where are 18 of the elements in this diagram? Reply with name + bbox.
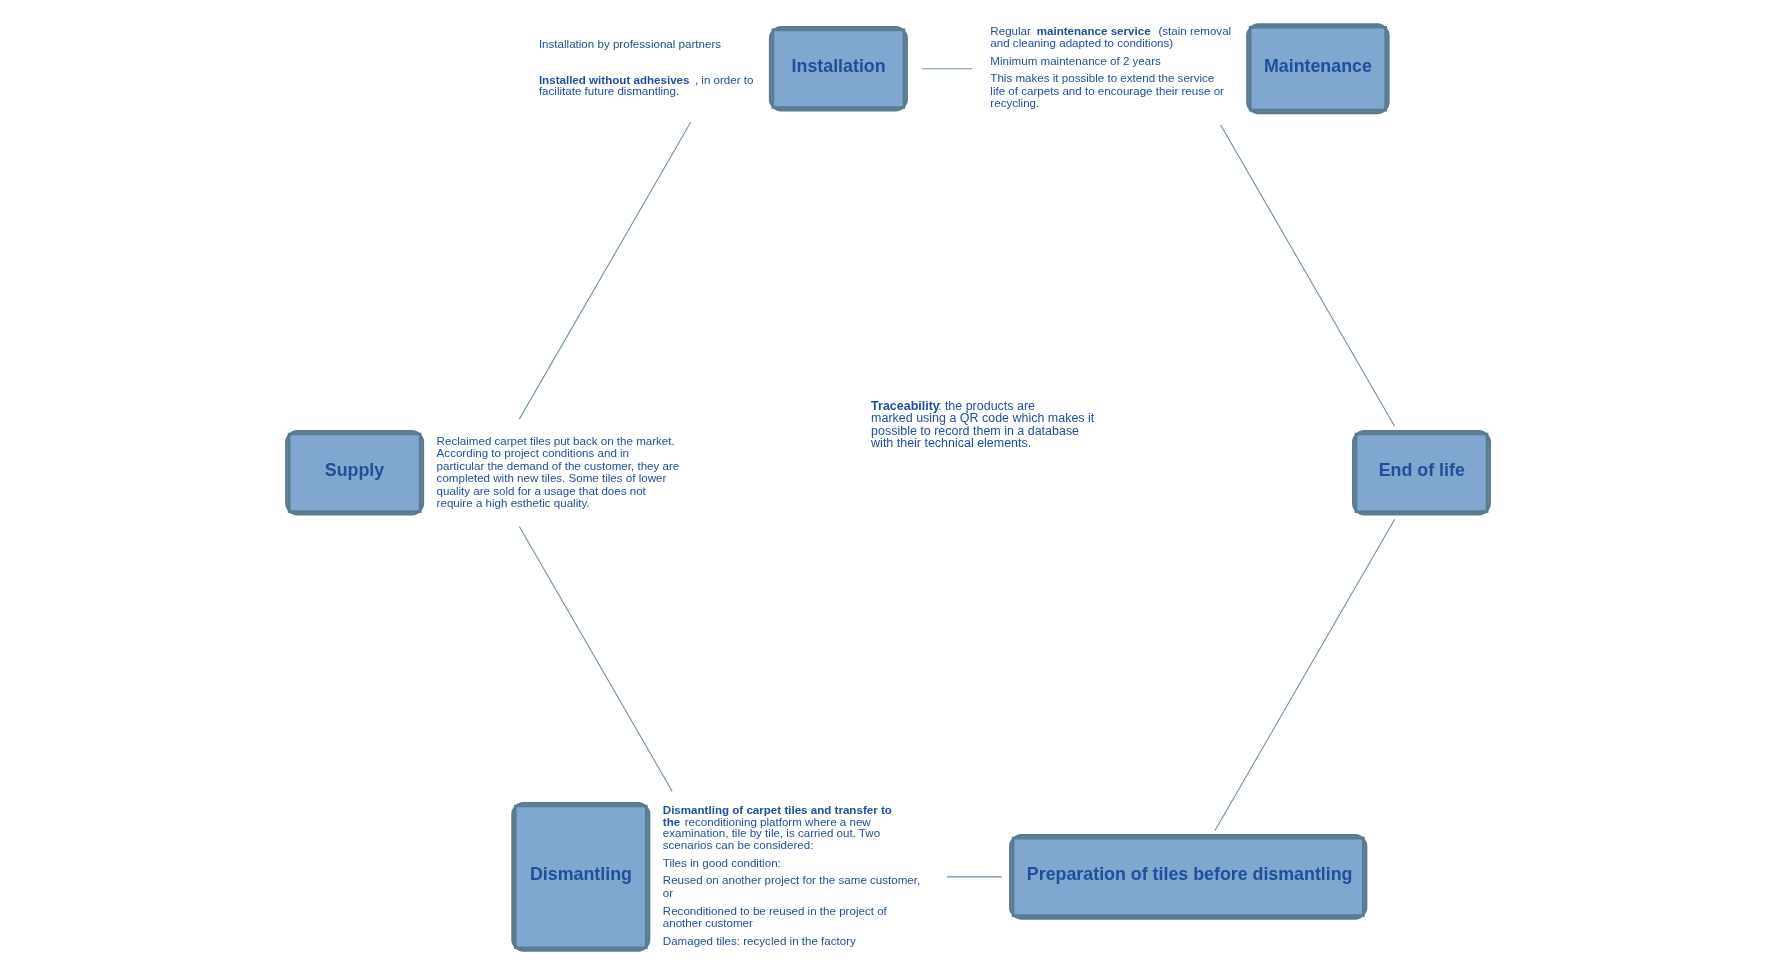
node-label: Reclaimed carpet tiles put back on the market. According to project conditions and in particular the demand of the customer, they are completed with new tiles. Some tiles of lower quality are sold for a usage that does not require a high esthetic quality.	[436, 434, 679, 509]
connector	[518, 121, 691, 420]
node-label: Installation by professional partners	[538, 37, 721, 50]
node-label: Minimum maintenance of 2 years	[989, 54, 1161, 67]
node-label: Regular maintenance service (stain removal and cleaning adapted to conditions)	[989, 24, 1231, 49]
node-label: Installed without adhesives, in order to facilitate future dismantling.	[538, 73, 753, 97]
connector	[921, 67, 973, 69]
connector	[1214, 518, 1395, 831]
connector	[518, 525, 673, 792]
node-label: This makes it possible to extend the service life of carpets and to encourage their reuse or recycling.	[989, 71, 1224, 109]
connector	[945, 875, 1002, 877]
label: Traceability: the products are marked using a QR code which makes it possible to record them in a database with their technical elements.	[870, 398, 1094, 450]
node-label: Reused on another project for the same customer, or	[662, 873, 920, 899]
connector	[1219, 123, 1395, 427]
node-label: Dismantling of carpet tiles and transfer to the reconditioning platform where a new examination, tile by tile, is carried out. Two scenarios can be considered:	[662, 803, 892, 851]
node-label: Damaged tiles: recycled in the factory	[662, 934, 856, 947]
node-label: Tiles in good condition:	[662, 856, 781, 869]
node-label: Reconditioned to be reused in the project of another customer	[662, 904, 887, 929]
